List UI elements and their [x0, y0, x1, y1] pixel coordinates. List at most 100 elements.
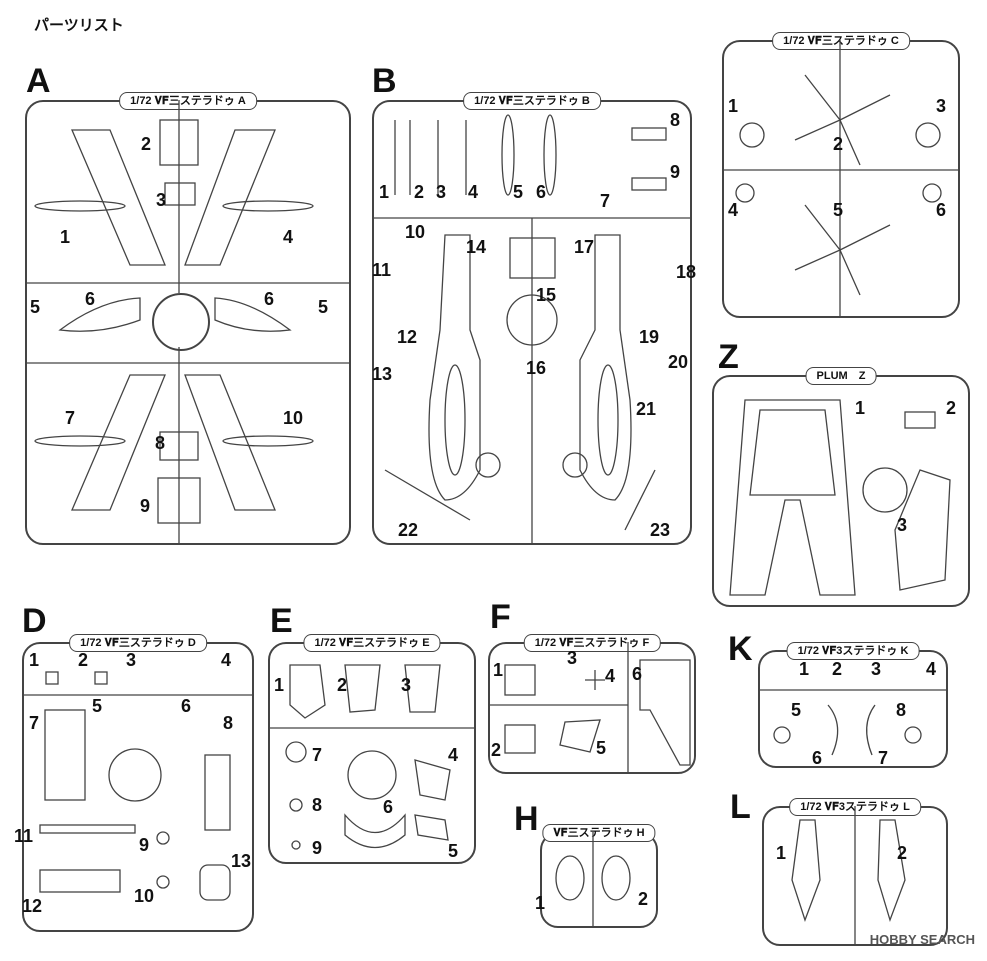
part-d-12: 12: [22, 896, 43, 916]
part-k-6: 6: [812, 748, 823, 768]
part-b-22: 22: [398, 520, 419, 540]
part-e-7: 7: [312, 745, 323, 765]
part-d-10: 10: [134, 886, 155, 906]
part-e-4: 4: [448, 745, 459, 765]
part-e-3: 3: [401, 675, 412, 695]
sprue-letter-h: H: [514, 800, 539, 838]
sprue-c-tag: 1/72 𝐕𝐅三ステラドゥ C: [772, 32, 910, 50]
part-k-1: 1: [799, 659, 810, 679]
sprue-a-tag: 1/72 𝐕𝐅三ステラドゥ A: [119, 92, 257, 110]
part-h-2: 2: [638, 889, 649, 909]
part-b-15: 15: [536, 285, 557, 305]
part-k-4: 4: [926, 659, 937, 679]
sprue-a-hub: [152, 293, 210, 351]
part-a-2: 2: [141, 134, 152, 154]
part-a-6-right: 6: [264, 289, 275, 309]
part-b-7: 7: [600, 191, 611, 211]
sprue-letter-k: K: [728, 630, 753, 668]
part-d-5: 5: [92, 696, 103, 716]
part-e-2: 2: [337, 675, 348, 695]
part-b-6: 6: [536, 182, 547, 202]
part-h-1: 1: [535, 893, 546, 913]
sprue-d-frame: 1/72 𝐕𝐅三ステラドゥ D: [22, 634, 254, 932]
part-b-11: 11: [372, 260, 392, 280]
part-b-14: 14: [466, 237, 487, 257]
part-c-3: 3: [936, 96, 947, 116]
part-b-10: 10: [405, 222, 426, 242]
sprue-b-tag: 1/72 𝐕𝐅三ステラドゥ B: [463, 92, 601, 110]
part-a-5-right: 5: [318, 297, 329, 317]
part-z-2: 2: [946, 398, 957, 418]
part-b-18: 18: [676, 262, 697, 282]
part-d-13: 13: [231, 851, 252, 871]
part-d-6: 6: [181, 696, 192, 716]
part-k-7: 7: [878, 748, 889, 768]
part-c-6: 6: [936, 200, 947, 220]
part-c-4: 4: [728, 200, 739, 220]
part-k-3: 3: [871, 659, 882, 679]
part-c-2: 2: [833, 134, 844, 154]
sprue-z-tag: PLUM Z: [805, 367, 877, 385]
part-b-2: 2: [414, 182, 425, 202]
sprue-letter-z: Z: [718, 338, 739, 376]
part-a-5-left: 5: [30, 297, 41, 317]
part-a-7: 7: [65, 408, 76, 428]
part-b-17: 17: [574, 237, 595, 257]
part-l-1: 1: [776, 843, 787, 863]
sprue-k-tag: 1/72 𝐕𝐅3ステラドゥ K: [786, 642, 920, 660]
part-b-1: 1: [379, 182, 390, 202]
part-b-12: 12: [397, 327, 418, 347]
part-c-5: 5: [833, 200, 844, 220]
part-a-4: 4: [283, 227, 294, 247]
sprue-letter-l: L: [730, 788, 751, 826]
part-e-6: 6: [383, 797, 394, 817]
part-e-8: 8: [312, 795, 323, 815]
part-d-4: 4: [221, 650, 232, 670]
part-b-5: 5: [513, 182, 524, 202]
part-b-13: 13: [372, 364, 393, 384]
part-e-1: 1: [274, 675, 285, 695]
part-d-11: 11: [14, 826, 34, 846]
part-a-8: 8: [155, 433, 166, 453]
part-a-3: 3: [156, 190, 167, 210]
part-b-9: 9: [670, 162, 681, 182]
sprue-letter-e: E: [270, 602, 293, 640]
part-c-1: 1: [728, 96, 739, 116]
sprue-letter-a: A: [26, 62, 51, 100]
part-e-9: 9: [312, 838, 323, 858]
sprue-h-frame: 𝐕𝐅三ステラドゥ H: [540, 824, 658, 928]
part-d-3: 3: [126, 650, 137, 670]
part-f-3: 3: [567, 648, 578, 668]
part-b-16: 16: [526, 358, 547, 378]
sprue-f-tag: 1/72 𝐕𝐅三ステラドゥ F: [523, 634, 661, 652]
part-d-9: 9: [139, 835, 150, 855]
page-title: パーツリスト: [34, 17, 124, 34]
sprue-c-frame: 1/72 𝐕𝐅三ステラドゥ C: [722, 32, 960, 318]
sprue-e-tag: 1/72 𝐕𝐅三ステラドゥ E: [303, 634, 441, 652]
part-k-2: 2: [832, 659, 843, 679]
watermark-logo: HOBBY SEARCH: [869, 932, 975, 947]
part-b-8: 8: [670, 110, 681, 130]
part-a-9: 9: [140, 496, 151, 516]
part-d-8: 8: [223, 713, 234, 733]
part-k-5: 5: [791, 700, 802, 720]
part-l-2: 2: [897, 843, 908, 863]
sprue-d-tag: 1/72 𝐕𝐅三ステラドゥ D: [69, 634, 207, 652]
part-f-4: 4: [605, 666, 616, 686]
sprue-k-frame: 1/72 𝐕𝐅3ステラドゥ K: [758, 642, 948, 768]
part-a-1: 1: [60, 227, 71, 247]
part-a-10: 10: [283, 408, 304, 428]
part-d-2: 2: [78, 650, 89, 670]
sprue-e-frame: 1/72 𝐕𝐅三ステラドゥ E: [268, 634, 476, 864]
part-b-20: 20: [668, 352, 689, 372]
sprue-letter-f: F: [490, 598, 511, 636]
part-f-2: 2: [491, 740, 502, 760]
